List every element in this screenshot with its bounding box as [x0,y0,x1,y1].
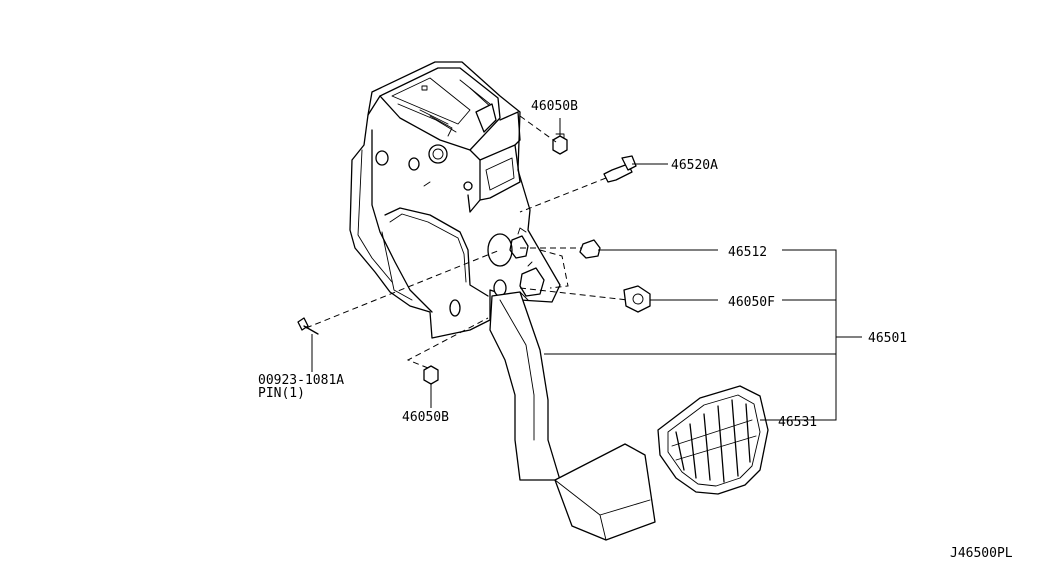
label-46050f: 46050F [728,295,775,310]
label-46501: 46501 [868,331,907,346]
bolt-46520a [603,155,637,183]
pin-00923 [297,317,319,335]
label-pin: PIN(1) [258,386,305,401]
nut-46050b-top [552,133,568,155]
label-46531: 46531 [778,415,817,430]
label-46050b-top: 46050B [531,99,578,114]
nut-46050f [623,285,651,313]
nut-46050b-bottom [423,365,439,385]
label-46512: 46512 [728,245,767,260]
pedal-pad-cover [657,385,769,495]
pedal-bracket-assembly [349,61,561,339]
drawing-id: J46500PL [950,546,1013,561]
label-46520a: 46520A [671,158,718,173]
stopper-46512 [579,239,601,259]
leader-lines [311,118,862,421]
pedal-arm [489,291,561,481]
label-00923-1081a: 00923-1081A [258,373,344,388]
pedal-pad-on-arm [554,443,656,541]
assembly-dashed-lines [305,115,629,369]
label-46050b-bottom: 46050B [402,410,449,425]
